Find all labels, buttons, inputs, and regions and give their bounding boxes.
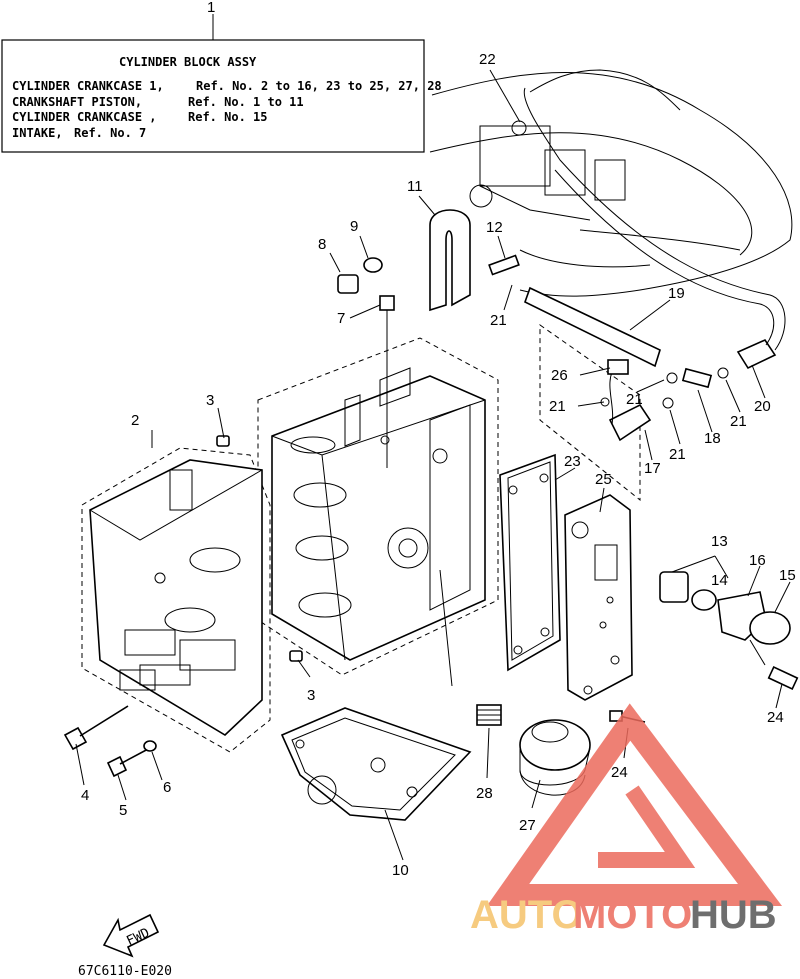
crankcase — [81, 447, 271, 753]
callout-5: 5 — [119, 802, 127, 819]
callout-26: 26 — [551, 367, 568, 384]
callout-18: 18 — [704, 430, 721, 447]
callout-6: 6 — [163, 779, 171, 796]
callout-21: 21 — [626, 391, 643, 408]
watermark-logo-icon — [486, 703, 783, 906]
relief-spring — [476, 704, 502, 726]
assembly-row-refs: Ref. No. 7 — [74, 126, 146, 140]
assembly-legend: 1 CYLINDER BLOCK ASSY CYLINDER CRANKCASE… — [1, 0, 442, 153]
watermark: AUTO MOTO HUB — [470, 703, 783, 937]
assembly-title: CYLINDER BLOCK ASSY — [119, 55, 257, 69]
leader-lines — [75, 69, 791, 861]
assembly-row-name: CYLINDER CRANKCASE , — [12, 110, 157, 124]
callout-8: 8 — [318, 236, 326, 253]
gasket — [280, 707, 472, 821]
callout-1: 1 — [207, 0, 215, 16]
callout-21: 21 — [730, 413, 747, 430]
callout-16: 16 — [749, 552, 766, 569]
callout-21: 21 — [669, 446, 686, 463]
callout-3: 3 — [206, 392, 214, 409]
callout-23: 23 — [564, 453, 581, 470]
callout-25: 25 — [595, 471, 612, 488]
callout-10: 10 — [392, 862, 409, 879]
watermark-moto: MOTO — [573, 893, 692, 937]
watermark-hub: HUB — [690, 893, 777, 937]
assembly-row-name: CYLINDER CRANKCASE 1, — [12, 79, 164, 93]
callout-24: 24 — [767, 709, 784, 726]
callout-numbers: 2 3 3 4 5 6 7 8 9 10 11 12 13 14 15 16 1… — [81, 51, 796, 879]
callout-3: 3 — [307, 687, 315, 704]
assembly-row-refs: Ref. No. 2 to 16, 23 to 25, 27, 28 — [196, 79, 442, 93]
callout-12: 12 — [486, 219, 503, 236]
callout-28: 28 — [476, 785, 493, 802]
assembly-row-name: CRANKSHAFT PISTON, — [12, 95, 142, 109]
callout-21: 21 — [549, 398, 566, 415]
callout-24: 24 — [611, 764, 628, 781]
drawing-code: 67C6110-E020 — [78, 964, 172, 979]
callout-9: 9 — [350, 218, 358, 235]
oil-filter — [519, 719, 591, 796]
thermostat-group — [659, 571, 799, 690]
hose-group — [523, 87, 786, 502]
callout-21: 21 — [490, 312, 507, 329]
callout-13: 13 — [711, 533, 728, 550]
assembly-row-name: INTAKE, — [12, 126, 63, 140]
cylinder-block — [257, 337, 499, 676]
callout-15: 15 — [779, 567, 796, 584]
callout-7: 7 — [337, 310, 345, 327]
engine-outline — [429, 69, 793, 297]
callout-22: 22 — [479, 51, 496, 68]
assembly-row-refs: Ref. No. 15 — [188, 110, 267, 124]
callout-2: 2 — [131, 412, 139, 429]
exhaust-cover — [499, 453, 633, 701]
assembly-row-refs: Ref. No. 1 to 11 — [188, 95, 304, 109]
fwd-arrow: FWD — [102, 913, 160, 958]
callout-19: 19 — [668, 285, 685, 302]
callout-17: 17 — [644, 460, 661, 477]
watermark-auto: AUTO — [470, 893, 583, 937]
small-parts — [63, 209, 646, 778]
callout-20: 20 — [754, 398, 771, 415]
callout-11: 11 — [407, 178, 423, 195]
callout-27: 27 — [519, 817, 536, 834]
callout-14: 14 — [711, 572, 728, 589]
callout-4: 4 — [81, 787, 89, 804]
